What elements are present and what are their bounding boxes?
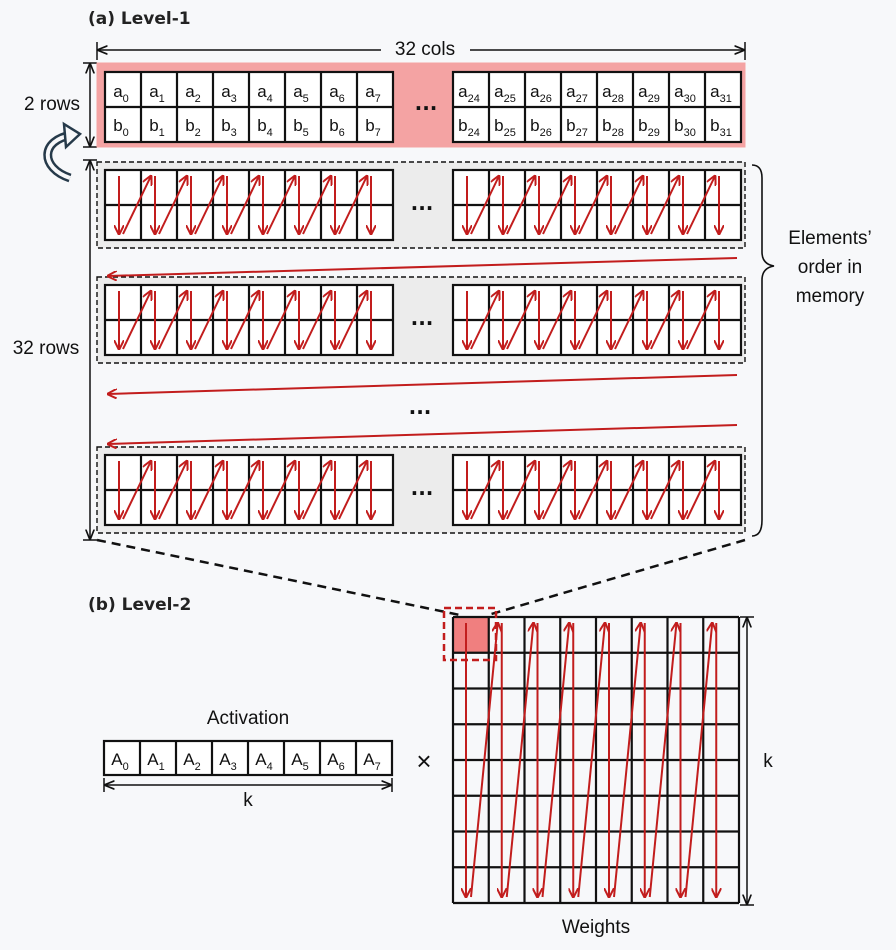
weights-k-label: k — [763, 751, 773, 772]
cell-a-30: a30 — [674, 82, 696, 105]
times-symbol: × — [416, 746, 431, 776]
cell-b-27: b27 — [566, 116, 588, 139]
cell-a-31: a31 — [710, 82, 732, 105]
activation-cell-4: A4 — [255, 750, 272, 773]
cell-a-2: a2 — [185, 82, 201, 105]
rows2-label: 2 rows — [24, 94, 80, 115]
cell-a-3: a3 — [221, 82, 237, 105]
cols-dimension: 32 cols — [96, 39, 746, 60]
memory-note-line1: Elements’ — [788, 228, 871, 249]
level1-heading: (a) Level-1 — [88, 9, 191, 29]
cell-a-1: a1 — [149, 82, 165, 105]
cell-b-28: b28 — [602, 116, 624, 139]
cell-a-6: a6 — [329, 82, 345, 105]
zoom-line-right — [487, 538, 746, 617]
cell-a-5: a5 — [293, 82, 309, 105]
cell-b-5: b5 — [293, 116, 309, 139]
rows32-label: 32 rows — [13, 338, 80, 359]
cell-b-4: b4 — [257, 116, 273, 139]
cell-b-6: b6 — [329, 116, 345, 139]
cell-b-29: b29 — [638, 116, 660, 139]
tile-row: ... — [96, 161, 746, 249]
activation-cell-5: A5 — [291, 750, 308, 773]
weights-label: Weights — [562, 917, 630, 938]
cell-a-0: a0 — [113, 82, 129, 105]
activation-k-dimension: k — [103, 778, 393, 811]
cell-b-0: b0 — [113, 116, 129, 139]
cols-label: 32 cols — [395, 39, 455, 60]
tile-row-ellipsis: ... — [411, 476, 434, 500]
zoom-line-left — [96, 538, 461, 617]
cell-a-25: a25 — [494, 82, 516, 105]
rows32-dimension: 32 rows — [4, 159, 97, 541]
cell-a-28: a28 — [602, 82, 624, 105]
activation-label: Activation — [207, 708, 289, 729]
cell-a-26: a26 — [530, 82, 552, 105]
memory-note-line3: memory — [796, 286, 865, 307]
cell-a-27: a27 — [566, 82, 588, 105]
cell-b-1: b1 — [149, 116, 165, 139]
memory-note-line2: order in — [798, 257, 862, 278]
cell-b-2: b2 — [185, 116, 201, 139]
activation-k-label: k — [243, 790, 253, 811]
level2-heading: (b) Level-2 — [88, 595, 191, 615]
memory-brace — [751, 164, 775, 537]
activation-cell-1: A1 — [147, 750, 164, 773]
activation-cell-0: A0 — [111, 750, 128, 773]
return-arrows — [108, 257, 738, 444]
tile-row: ... — [96, 276, 746, 364]
rows2-dimension: 2 rows — [16, 62, 97, 148]
activation-cell-3: A3 — [219, 750, 236, 773]
cell-b-7: b7 — [365, 116, 381, 139]
cell-b-30: b30 — [674, 116, 696, 139]
activation-cell-6: A6 — [327, 750, 344, 773]
activation-vector: A0 A1 A2 A3 A4 A5 A6 A7 — [102, 739, 394, 777]
cell-a-7: a7 — [365, 82, 381, 105]
cell-b-26: b26 — [530, 116, 552, 139]
tile-row-ellipsis: ... — [411, 306, 434, 330]
activation-cell-2: A2 — [183, 750, 200, 773]
middle-ellipsis: ... — [409, 395, 432, 419]
cell-b-25: b25 — [494, 116, 516, 139]
activation-cell-7: A7 — [363, 750, 380, 773]
top-ellipsis: ... — [415, 91, 438, 115]
top-tile-cells: a0 b0 a1 b1 a2 b2 a3 b3 a4 b4 a5 b5 a6 b6 a7 b7 a24 b24 a2… — [103, 70, 743, 144]
cell-b-31: b31 — [710, 116, 732, 139]
weights-order-arrows — [466, 623, 716, 897]
weights-tile-highlight — [442, 606, 498, 662]
cell-b-3: b3 — [221, 116, 237, 139]
cell-a-24: a24 — [458, 82, 480, 105]
tile-row-ellipsis: ... — [411, 191, 434, 215]
tile-rows: ......... — [96, 161, 746, 534]
tile-row: ... — [96, 446, 746, 534]
weights-k-dimension: k — [740, 616, 773, 906]
cell-b-24: b24 — [458, 116, 480, 139]
cell-a-4: a4 — [257, 82, 273, 105]
cell-a-29: a29 — [638, 82, 660, 105]
